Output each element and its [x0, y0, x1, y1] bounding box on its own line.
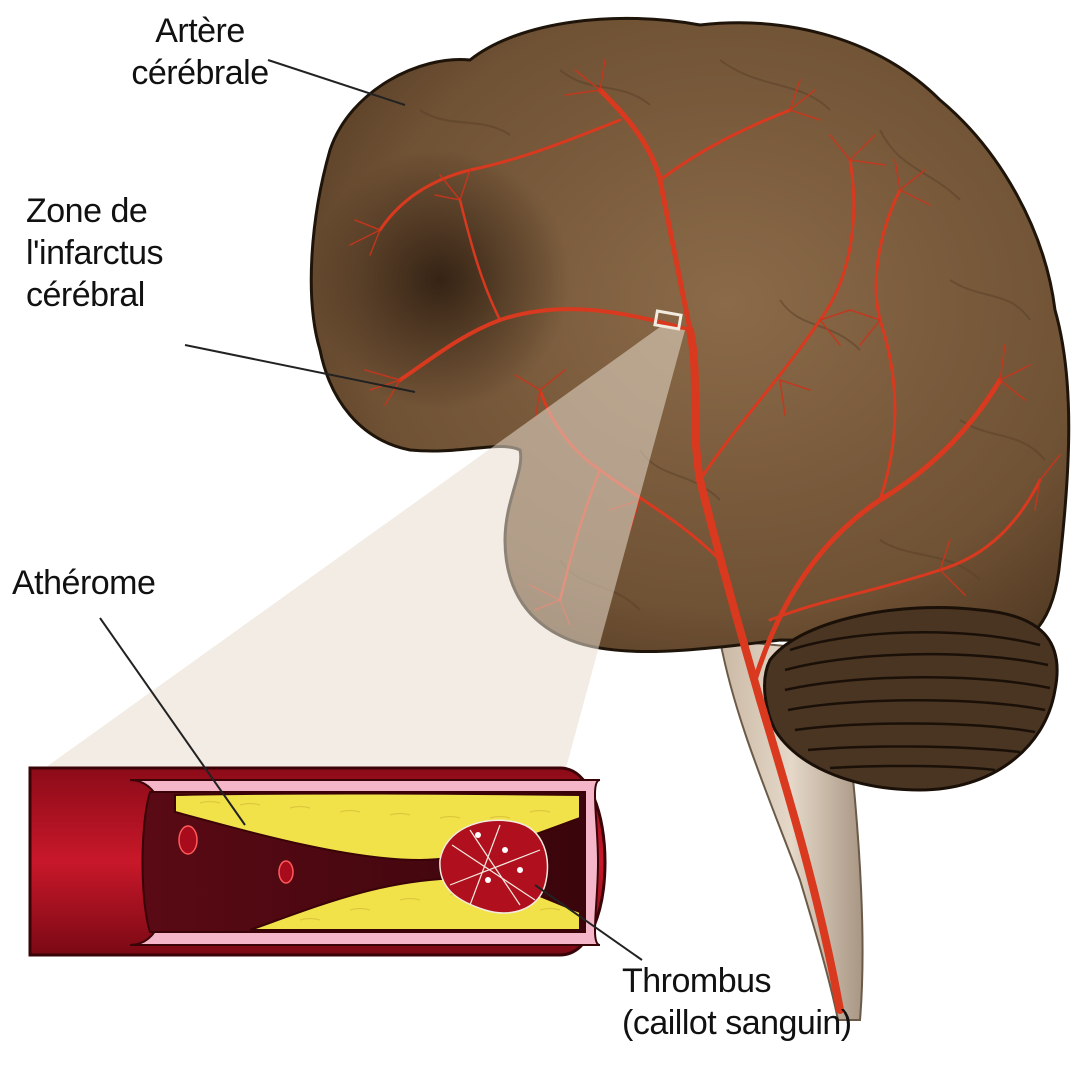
label-infarct-line1: Zone de [26, 190, 266, 232]
label-thrombus-line2: (caillot sanguin) [622, 1002, 922, 1044]
label-thrombus-line1: Thrombus [622, 960, 922, 1002]
label-artery-line2: cérébrale [100, 52, 300, 94]
label-artery-line1: Artère [100, 10, 300, 52]
label-infarct-line2: l'infarctus [26, 232, 266, 274]
label-thrombus: Thrombus (caillot sanguin) [622, 960, 922, 1044]
label-infarct-line3: cérébral [26, 274, 266, 316]
label-atherome-line1: Athérome [12, 562, 232, 604]
label-infarct-zone: Zone de l'infarctus cérébral [26, 190, 266, 316]
label-atherome: Athérome [12, 562, 232, 604]
cerebellum [765, 607, 1058, 790]
label-artery: Artère cérébrale [100, 10, 300, 94]
